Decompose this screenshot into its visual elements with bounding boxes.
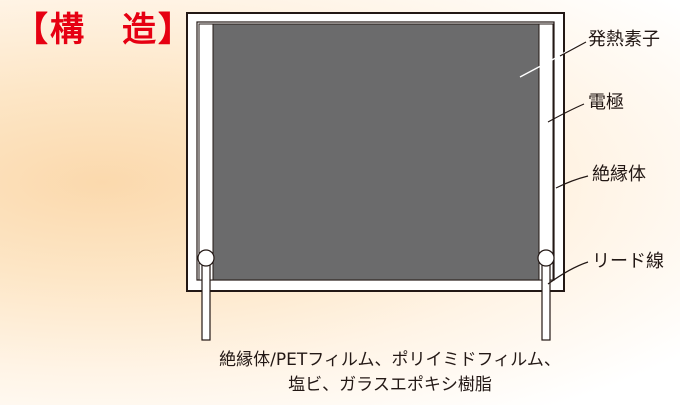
lead-connection-left <box>197 249 215 267</box>
label-heating-element: 発熱素子 <box>588 29 660 50</box>
label-lead-wire: リード線 <box>592 251 664 272</box>
lead-connection-right <box>537 249 555 267</box>
label-insulator: 絶縁体 <box>592 164 646 185</box>
electrode-left <box>198 23 214 281</box>
leader-line-lead-wire <box>547 261 589 285</box>
page-title: 【構 造】 <box>14 10 194 50</box>
label-electrode: 電極 <box>588 92 624 113</box>
heating-element <box>212 23 540 281</box>
leader-line-insulator <box>555 175 589 189</box>
lead-wire-right <box>541 261 551 341</box>
caption-line-2: 塩ビ、ガラスエポキシ樹脂 <box>288 375 492 395</box>
caption-line-1: 絶縁体/PETフィルム、ポリイミドフィルム、 <box>219 350 561 370</box>
leader-line-electrode <box>547 103 585 123</box>
lead-wire-left <box>201 261 211 341</box>
leader-line-heating-element-outer <box>559 41 587 57</box>
leader-line-heating-element <box>519 41 581 78</box>
